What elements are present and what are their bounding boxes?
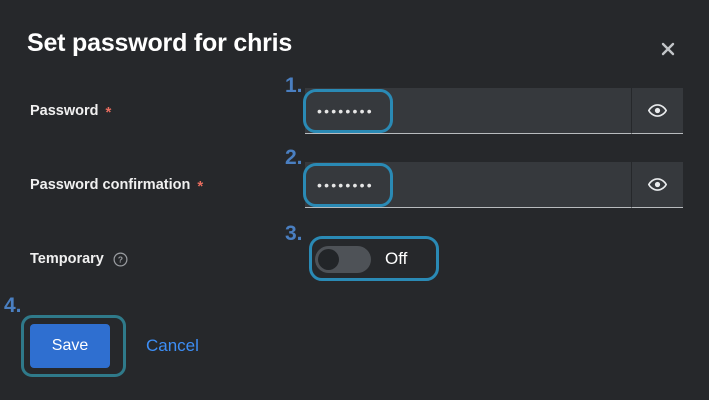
password-reveal-eye-icon[interactable] xyxy=(631,88,683,134)
temporary-toggle[interactable]: Off xyxy=(315,239,407,279)
password-confirmation-input[interactable] xyxy=(305,162,631,208)
password-input-group xyxy=(305,88,683,134)
password-confirmation-label-text: Password confirmation xyxy=(30,177,191,193)
toggle-track[interactable] xyxy=(315,245,371,273)
annotation-number-4: 4. xyxy=(4,294,22,317)
form-row-password: Password * xyxy=(0,88,709,134)
question-circle-icon[interactable]: ? xyxy=(113,252,128,267)
cancel-button[interactable]: Cancel xyxy=(146,336,199,355)
page-title: Set password for chris xyxy=(27,29,293,57)
password-confirmation-reveal-eye-icon[interactable] xyxy=(631,162,683,208)
password-confirmation-label: Password confirmation * xyxy=(30,162,203,208)
required-asterisk: * xyxy=(197,177,204,195)
password-label: Password * xyxy=(30,88,111,134)
password-label-text: Password xyxy=(30,103,99,119)
temporary-label: Temporary ? xyxy=(30,236,128,282)
form-row-password-confirmation: Password confirmation * xyxy=(0,162,709,208)
save-button[interactable]: Save xyxy=(30,324,110,368)
modal-footer: Save Cancel xyxy=(0,322,709,374)
modal-header: Set password for chris xyxy=(0,0,709,78)
password-input[interactable] xyxy=(305,88,631,134)
password-confirmation-input-group xyxy=(305,162,683,208)
temporary-label-text: Temporary xyxy=(30,251,104,267)
form-row-temporary: Temporary ? Off xyxy=(0,236,709,282)
toggle-knob xyxy=(318,248,339,270)
svg-text:?: ? xyxy=(118,254,123,264)
toggle-state-label: Off xyxy=(385,249,408,268)
close-icon[interactable] xyxy=(657,38,679,60)
required-asterisk: * xyxy=(105,103,112,121)
